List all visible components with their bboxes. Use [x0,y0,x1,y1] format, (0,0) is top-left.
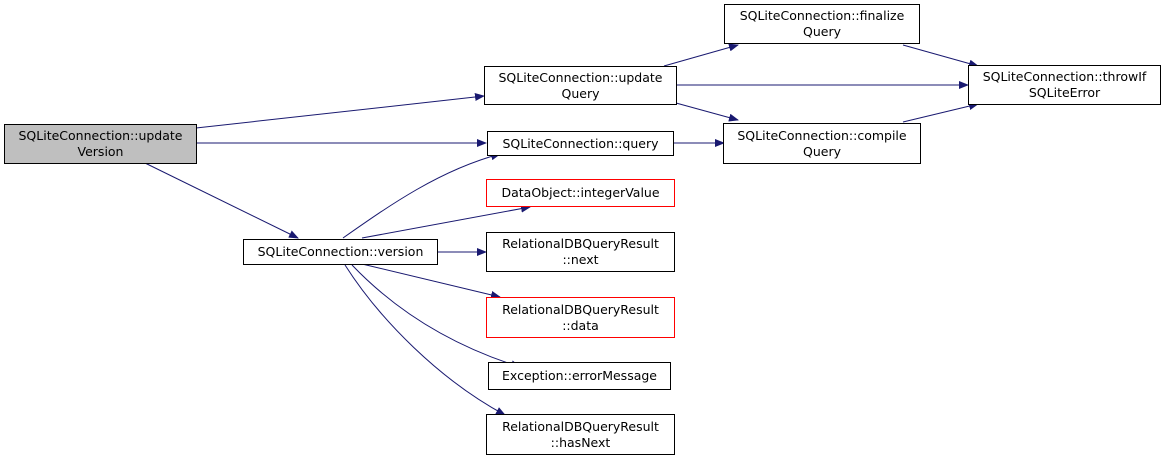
node-compile-query-line2: Query [803,143,841,159]
edge-updatequery-to-compilequery [675,102,739,122]
node-version-line1: SQLiteConnection::version [257,244,424,259]
node-throw-if-error[interactable]: SQLiteConnection::throwIf SQLiteError [968,65,1161,105]
edge-updateversion-to-version [144,162,299,239]
node-finalize-query-line2: Query [803,24,841,39]
node-result-next[interactable]: RelationalDBQueryResult ::next [486,232,675,272]
node-query[interactable]: SQLiteConnection::query [487,131,674,156]
node-update-version-line1: SQLiteConnection::update [18,128,183,143]
node-result-has-next-line2: ::hasNext [550,434,611,450]
node-error-message-line1: Exception::errorMessage [502,368,657,383]
edge-version-to-errormessage [351,264,521,369]
node-result-next-line2: ::next [562,252,599,267]
node-finalize-query[interactable]: SQLiteConnection::finalize Query [724,4,920,44]
edge-finalizequery-to-throwiferror [902,44,979,68]
node-update-version: SQLiteConnection::update Version [4,124,197,164]
node-result-data-line2: ::data [562,317,599,333]
node-update-query[interactable]: SQLiteConnection::update Query [484,66,677,105]
edge-version-to-data [361,263,501,299]
node-query-line1: SQLiteConnection::query [502,135,659,151]
edge-version-to-hasnext [344,264,506,416]
node-compile-query[interactable]: SQLiteConnection::compile Query [723,123,921,164]
node-compile-query-line1: SQLiteConnection::compile [737,127,907,143]
node-throw-if-error-line2: SQLiteError [1028,85,1101,100]
node-finalize-query-line1: SQLiteConnection::finalize [739,8,905,23]
node-integer-value[interactable]: DataObject::integerValue [486,179,675,207]
node-result-has-next-line1: RelationalDBQueryResult [502,418,659,434]
edge-version-to-query [342,152,501,239]
node-integer-value-line1: DataObject::integerValue [501,185,660,200]
node-result-data[interactable]: RelationalDBQueryResult ::data [486,297,675,338]
node-version[interactable]: SQLiteConnection::version [243,239,438,265]
node-result-data-line1: RelationalDBQueryResult [502,301,659,317]
edge-compilequery-to-throwiferror [902,102,979,123]
node-throw-if-error-line1: SQLiteConnection::throwIf [982,69,1147,84]
node-error-message[interactable]: Exception::errorMessage [488,362,671,390]
edge-updatequery-to-finalizequery [663,43,739,67]
node-result-has-next[interactable]: RelationalDBQueryResult ::hasNext [486,414,675,455]
edge-version-to-integervalue [361,204,531,239]
node-update-query-line2: Query [561,85,600,101]
edge-updateversion-to-updatequery [195,93,485,129]
node-update-query-line1: SQLiteConnection::update [498,69,663,85]
node-update-version-line2: Version [77,144,124,159]
node-result-next-line1: RelationalDBQueryResult [502,236,659,251]
